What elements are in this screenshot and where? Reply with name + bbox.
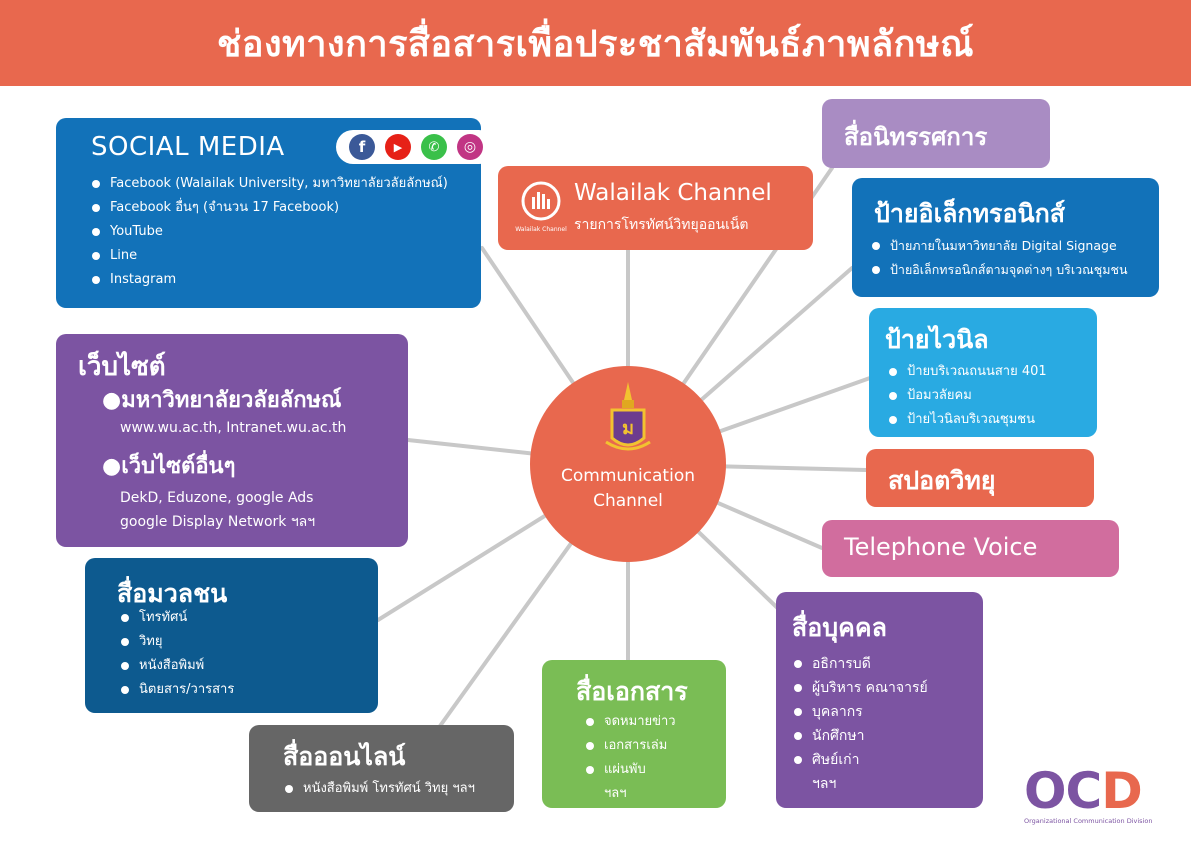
online-media-box: สื่อออนไลน์ หนังสือพิมพ์ โทรทัศน์ วิทยุ … [249, 725, 514, 812]
website-group-text: DekD, Eduzone, google Ads [120, 490, 314, 506]
hub-label-line2: Channel [593, 491, 663, 511]
youtube-icon[interactable]: ▶ [385, 134, 411, 160]
list-item: Instagram [88, 268, 448, 292]
vinyl-signs-list: ป้ายบริเวณถนนสาย 401 ป้อมวลัยคม ป้ายไวนิ… [885, 360, 1047, 432]
walailak-channel-box: Walailak Channel Walailak Channel รายการ… [498, 166, 813, 250]
list-item: ป้ายอิเล็กทรอนิกส์ตามจุดต่างๆ บริเวณชุมช… [868, 258, 1128, 282]
list-item: นิตยสาร/วารสาร [117, 678, 234, 702]
online-media-list: หนังสือพิมพ์ โทรทัศน์ วิทยุ ฯลฯ [281, 777, 475, 801]
website-group-text: google Display Network ฯลฯ [120, 514, 316, 530]
ocd-logo-caption: Organizational Communication Division [1024, 817, 1153, 825]
list-item: ฯลฯ [604, 786, 627, 801]
electronic-signs-list: ป้ายภายในมหาวิทยาลัย Digital Signage ป้า… [868, 234, 1128, 282]
mass-media-list: โทรทัศน์ วิทยุ หนังสือพิมพ์ นิตยสาร/วารส… [117, 606, 234, 702]
ocd-logo-letters: OC [1024, 762, 1102, 820]
list-item: ป้ายบริเวณถนนสาย 401 [885, 360, 1047, 384]
list-item: แผ่นพับ [582, 758, 676, 782]
communication-channel-hub: ม Communication Channel [530, 366, 726, 562]
website-group-other: ●เว็บไซต์อื่นๆ DekD, Eduzone, google Ads… [102, 452, 315, 534]
list-item: บุคลากร [790, 700, 928, 724]
documents-box: สื่อเอกสาร จดหมายข่าว เอกสารเล่ม แผ่นพับ… [542, 660, 726, 808]
list-item: จดหมายข่าว [582, 710, 676, 734]
exhibition-box: สื่อนิทรรศการ [822, 99, 1050, 168]
vinyl-signs-box: ป้ายไวนิล ป้ายบริเวณถนนสาย 401 ป้อมวลัยค… [869, 308, 1097, 437]
mass-media-title: สื่อมวลชน [117, 579, 228, 608]
website-group-title: ●เว็บไซต์อื่นๆ [102, 454, 236, 479]
social-media-box: SOCIAL MEDIA f ▶ ✆ ◎ Facebook (Walailak … [56, 118, 496, 308]
social-media-title: SOCIAL MEDIA [91, 132, 285, 162]
documents-title: สื่อเอกสาร [576, 677, 688, 706]
website-box: เว็บไซต์ ●มหาวิทยาลัยวลัยลักษณ์ www.wu.a… [56, 334, 408, 547]
hub-label-line1: Communication [561, 466, 695, 486]
electronic-signs-title: ป้ายอิเล็กทรอนิกส์ [874, 199, 1065, 228]
personal-media-box: สื่อบุคคล อธิการบดี ผู้บริหาร คณาจารย์ บ… [776, 592, 983, 808]
whatsapp-icon[interactable]: ✆ [421, 134, 447, 160]
walailak-channel-subtitle: รายการโทรทัศน์วิทยุออนเน็ต [574, 217, 749, 233]
list-item: ศิษย์เก่า [790, 748, 928, 772]
list-item: Facebook อื่นๆ (จำนวน 17 Facebook) [88, 196, 448, 220]
list-item: ป้อมวลัยคม [885, 384, 1047, 408]
university-emblem-icon: ม [605, 382, 651, 451]
walailak-logo-caption: Walailak Channel [515, 226, 567, 233]
electronic-signs-box: ป้ายอิเล็กทรอนิกส์ ป้ายภายในมหาวิทยาลัย … [852, 178, 1159, 297]
list-item: ฯลฯ [812, 776, 837, 792]
list-item: YouTube [88, 220, 448, 244]
vinyl-signs-title: ป้ายไวนิล [885, 325, 989, 354]
website-title: เว็บไซต์ [78, 352, 166, 382]
list-item: หนังสือพิมพ์ [117, 654, 234, 678]
ocd-logo: OCD Organizational Communication Divisio… [1024, 765, 1174, 825]
website-group-text: www.wu.ac.th, Intranet.wu.ac.th [120, 420, 347, 436]
social-icons-pill: f ▶ ✆ ◎ [336, 130, 496, 164]
mass-media-box: สื่อมวลชน โทรทัศน์ วิทยุ หนังสือพิมพ์ นิ… [85, 558, 378, 713]
telephone-voice-title: Telephone Voice [844, 533, 1038, 561]
radio-spot-box: สปอตวิทยุ [866, 449, 1094, 507]
exhibition-title: สื่อนิทรรศการ [844, 123, 988, 151]
list-item: โทรทัศน์ [117, 606, 234, 630]
list-item: Facebook (Walailak University, มหาวิทยาล… [88, 172, 448, 196]
list-item: หนังสือพิมพ์ โทรทัศน์ วิทยุ ฯลฯ [281, 777, 475, 801]
personal-media-list: อธิการบดี ผู้บริหาร คณาจารย์ บุคลากร นัก… [790, 652, 928, 796]
telephone-voice-box: Telephone Voice [822, 520, 1119, 577]
list-item: ป้ายภายในมหาวิทยาลัย Digital Signage [868, 234, 1128, 258]
list-item: อธิการบดี [790, 652, 928, 676]
ocd-logo-letter-d: D [1101, 762, 1143, 820]
online-media-title: สื่อออนไลน์ [283, 742, 406, 771]
walailak-channel-title: Walailak Channel [574, 180, 772, 206]
list-item: ป้ายไวนิลบริเวณชุมชน [885, 408, 1047, 432]
list-item: ผู้บริหาร คณาจารย์ [790, 676, 928, 700]
list-item: เอกสารเล่ม [582, 734, 676, 758]
social-media-list: Facebook (Walailak University, มหาวิทยาล… [88, 172, 448, 292]
ocd-logo-text: OCD [1024, 765, 1174, 817]
header-banner: ช่องทางการสื่อสารเพื่อประชาสัมพันธ์ภาพลั… [0, 0, 1191, 86]
svg-text:ม: ม [622, 418, 634, 439]
facebook-icon[interactable]: f [349, 134, 375, 160]
personal-media-title: สื่อบุคคล [792, 613, 887, 642]
broadcast-icon [521, 181, 561, 221]
page-title: ช่องทางการสื่อสารเพื่อประชาสัมพันธ์ภาพลั… [216, 23, 975, 65]
website-group-university: ●มหาวิทยาลัยวลัยลักษณ์ www.wu.ac.th, Int… [102, 386, 346, 440]
list-item: วิทยุ [117, 630, 234, 654]
instagram-icon[interactable]: ◎ [457, 134, 483, 160]
website-group-title: ●มหาวิทยาลัยวลัยลักษณ์ [102, 388, 342, 413]
walailak-channel-logo: Walailak Channel [512, 180, 570, 238]
list-item: นักศึกษา [790, 724, 928, 748]
list-item: Line [88, 244, 448, 268]
documents-list: จดหมายข่าว เอกสารเล่ม แผ่นพับ ฯลฯ [582, 710, 676, 806]
radio-spot-title: สปอตวิทยุ [888, 466, 996, 495]
